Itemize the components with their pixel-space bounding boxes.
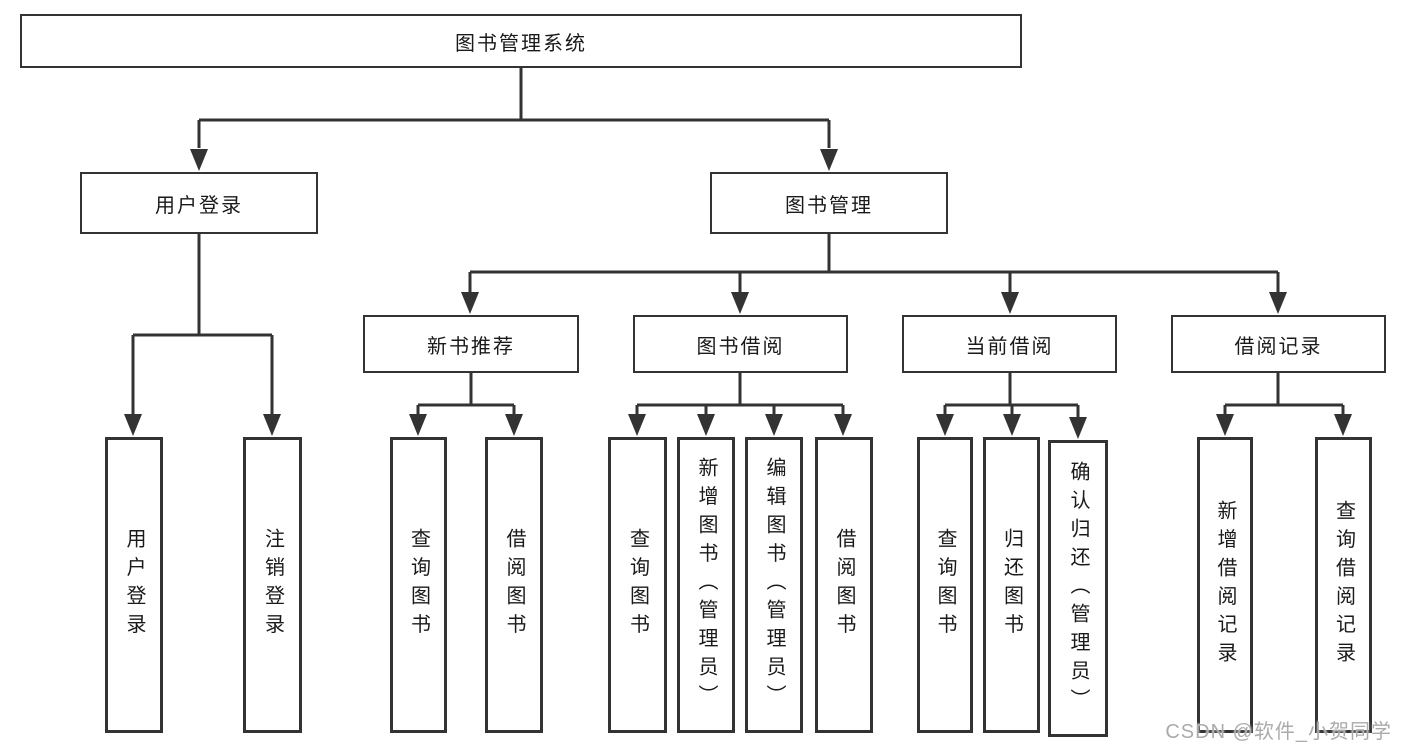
leaf-logout-label: 注销登录	[261, 528, 284, 642]
node-current-borrowing: 当前借阅	[902, 315, 1117, 373]
leaf-query-books-recommend: 查询图书	[390, 437, 447, 733]
node-book-borrowing: 图书借阅	[633, 315, 848, 373]
leaf-user-login: 用户登录	[105, 437, 163, 733]
leaf-borrow-books-recommend-label: 借阅图书	[503, 528, 525, 642]
leaf-query-books-recommend-label: 查询图书	[407, 528, 430, 642]
leaf-confirm-return-admin: 确认归还（管理员）	[1048, 440, 1108, 737]
leaf-return-books-label: 归还图书	[1000, 528, 1023, 642]
leaf-add-borrow-record-label: 新增借阅记录	[1214, 499, 1236, 671]
leaf-query-borrow-record: 查询借阅记录	[1315, 437, 1372, 733]
leaf-query-borrow-record-label: 查询借阅记录	[1332, 499, 1355, 671]
leaf-add-books-admin: 新增图书（管理员）	[677, 437, 735, 733]
leaf-query-books-borrowing-label: 查询图书	[626, 528, 649, 642]
node-user-login-label: 用户登录	[155, 194, 243, 217]
node-user-login: 用户登录	[80, 172, 318, 234]
leaf-confirm-return-admin-label: 确认归还（管理员）	[1067, 460, 1089, 717]
leaf-edit-books-admin: 编辑图书（管理员）	[745, 437, 803, 733]
leaf-add-borrow-record: 新增借阅记录	[1197, 437, 1253, 733]
node-book-borrowing-label: 图书借阅	[696, 335, 785, 358]
arrowheads	[124, 149, 1352, 439]
csdn-watermark: CSDN @软件_小贺同学	[1165, 721, 1392, 743]
leaf-logout: 注销登录	[243, 437, 302, 733]
leaf-borrow-books-label: 借阅图书	[833, 528, 855, 642]
leaf-query-books-borrowing: 查询图书	[608, 437, 667, 733]
root-node-label: 图书管理系统	[455, 32, 587, 55]
leaf-user-login-label: 用户登录	[123, 528, 145, 642]
leaf-return-books: 归还图书	[983, 437, 1040, 733]
leaf-query-books-current-label: 查询图书	[934, 528, 956, 642]
root-node-library-management-system: 图书管理系统	[20, 14, 1022, 68]
node-new-book-recommendation: 新书推荐	[363, 315, 579, 373]
node-current-borrowing-label: 当前借阅	[965, 335, 1054, 358]
node-book-management: 图书管理	[710, 172, 948, 234]
node-borrowing-records-label: 借阅记录	[1234, 335, 1323, 358]
leaf-query-books-current: 查询图书	[917, 437, 973, 733]
leaf-add-books-admin-label: 新增图书（管理员）	[695, 457, 717, 713]
leaf-borrow-books-recommend: 借阅图书	[485, 437, 543, 733]
node-new-book-recommendation-label: 新书推荐	[427, 335, 515, 358]
leaf-borrow-books: 借阅图书	[815, 437, 873, 733]
leaf-edit-books-admin-label: 编辑图书（管理员）	[763, 457, 785, 713]
node-book-management-label: 图书管理	[785, 194, 873, 217]
node-borrowing-records: 借阅记录	[1171, 315, 1386, 373]
